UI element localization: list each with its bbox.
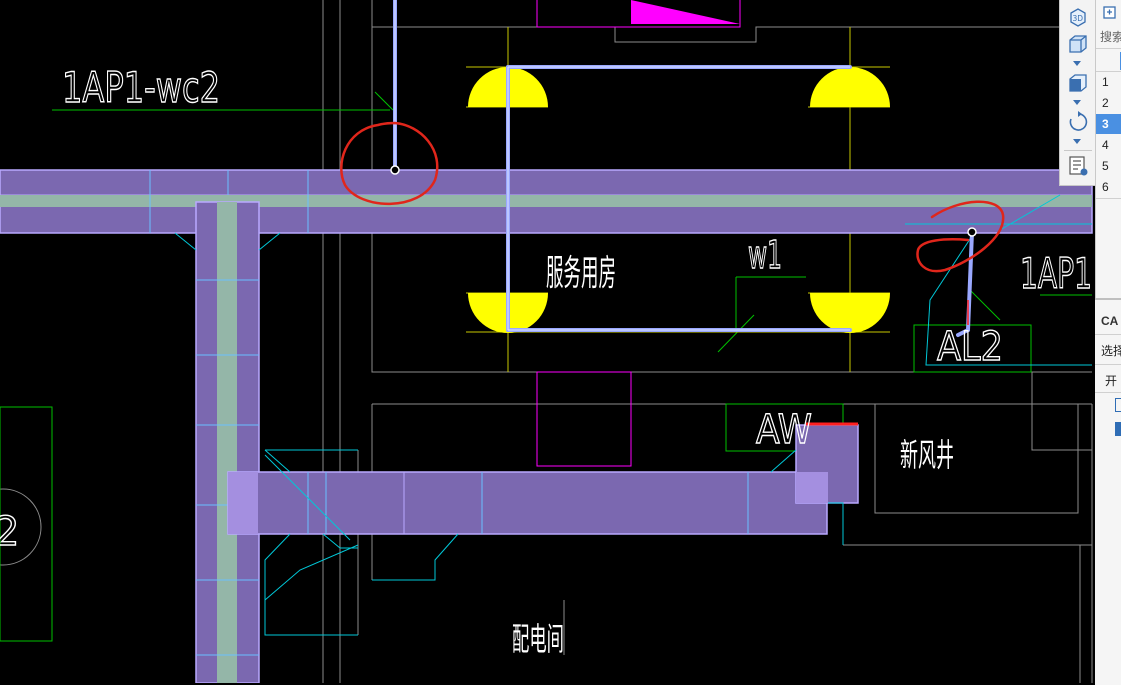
cube-view-dropdown-arrow[interactable] [1073,61,1081,66]
list-row[interactable]: 4 [1102,138,1109,152]
cyan-outlines [174,194,1092,636]
connection-points[interactable] [390,165,977,237]
open-label[interactable]: 开 [1105,374,1118,388]
cable-tray-vertical [195,201,260,683]
select-label: 选择 [1101,344,1121,358]
list-row[interactable]: 1 [1102,75,1109,89]
checkbox-unchecked[interactable] [1115,398,1121,412]
cable-tray-lower [227,422,859,535]
layer-list-button[interactable] [1066,155,1090,177]
label-aw: AW [756,407,812,453]
annotation-circle-left [340,121,439,206]
list-row[interactable]: 5 [1102,159,1109,173]
label-w1: w1 [748,233,782,277]
cube-front-button[interactable] [1066,72,1090,94]
panel-add-icon[interactable] [1102,4,1118,23]
layer-list-icon [1069,156,1088,176]
label-al2: AL2 [937,324,1003,370]
search-input[interactable]: 搜索 [1100,30,1121,44]
red-annotations [340,121,1005,273]
green-lines [0,91,1092,642]
svg-text:3D: 3D [1073,14,1084,23]
properties-panel: CA 选择 开 [1095,298,1121,685]
3d-view-icon: 3D [1070,8,1086,27]
wire-endpoint-right[interactable] [967,227,977,237]
wire-endpoint-left[interactable] [390,165,400,175]
list-row[interactable]: 6 [1102,180,1109,194]
cube-front-icon [1069,74,1087,92]
label-circle-number: 2 [0,509,19,555]
cable-tray-horizontal [0,169,1093,234]
3d-view-button[interactable]: 3D [1066,6,1090,28]
label-1ap1-wc2: 1AP1-wc2 [62,63,220,112]
panel-title: CA [1101,314,1119,328]
rotate-button[interactable] [1066,111,1090,133]
magenta-elements [536,0,741,467]
label-service-room: 服务用房 [546,253,616,294]
view-toolbar: 3D [1059,0,1096,186]
cube-icon [1069,35,1087,53]
wires [393,0,974,337]
label-power-room: 配电间 [512,620,564,658]
lamp-top-right [810,67,890,107]
cube-view-button[interactable] [1066,33,1090,55]
lamp-bottom-right [810,293,890,333]
label-fresh-air-shaft: 新风井 [900,436,954,474]
rotate-icon [1069,111,1088,131]
cube-front-dropdown-arrow[interactable] [1073,100,1081,105]
checkbox-checked[interactable] [1115,422,1121,436]
label-1ap1: 1AP1 [1020,249,1092,298]
list-row[interactable]: 2 [1102,96,1109,110]
annotation-circle-right [916,200,1005,273]
list-row-selected[interactable]: 3 [1096,114,1121,134]
rotate-dropdown-arrow[interactable] [1073,139,1081,144]
